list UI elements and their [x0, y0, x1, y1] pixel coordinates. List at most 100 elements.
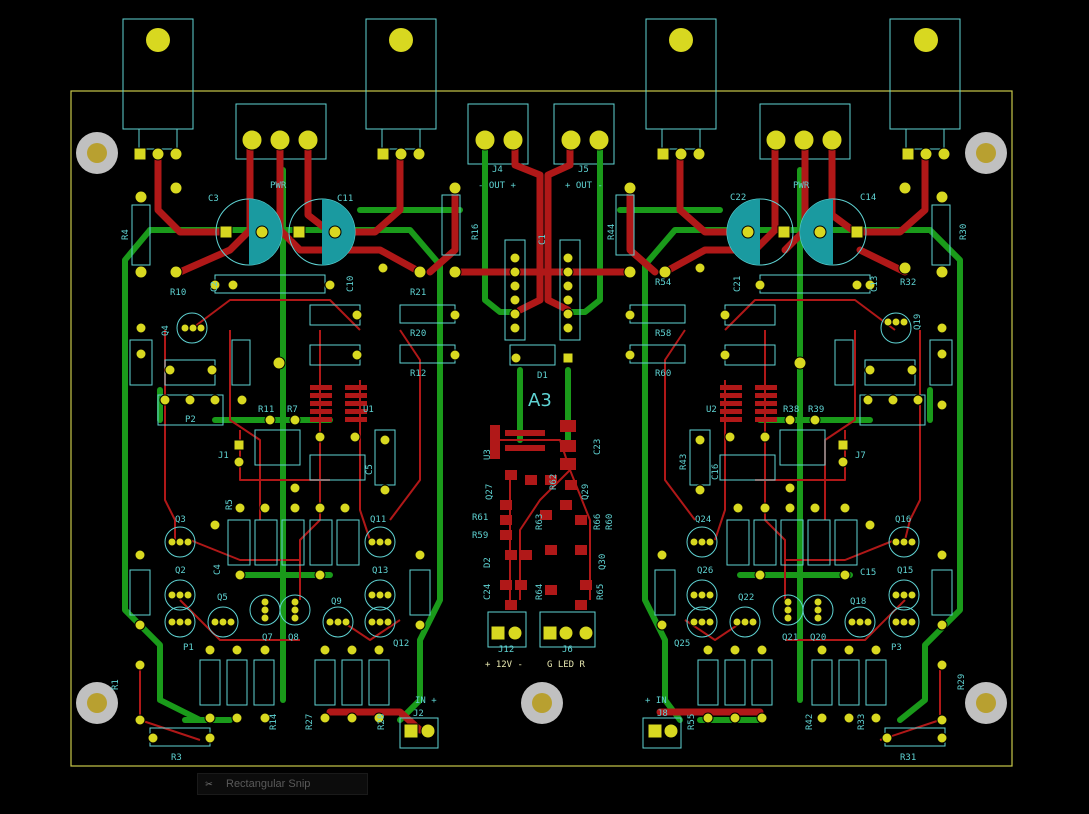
label-r3: R3 — [171, 753, 182, 763]
label-c24: C24 — [483, 584, 493, 600]
label-r4: R4 — [121, 229, 131, 240]
label-c11: C11 — [337, 194, 353, 204]
label-r44: R44 — [607, 224, 617, 240]
label-r14: R14 — [269, 714, 279, 730]
label-q2: Q2 — [175, 566, 186, 576]
top-transistor-mount-pads — [146, 28, 938, 52]
label-j12: J12 — [498, 645, 514, 655]
label-d1: D1 — [537, 371, 548, 381]
label-d2: D2 — [483, 557, 493, 568]
label-r60b: R60 — [605, 514, 615, 530]
label-j1: J1 — [218, 451, 229, 461]
label-q26: Q26 — [697, 566, 713, 576]
label-q3: Q3 — [175, 515, 186, 525]
label-r29: R29 — [957, 674, 967, 690]
label-r54: R54 — [655, 278, 671, 288]
label-r64: R64 — [535, 584, 545, 600]
label-led: G LED R — [547, 660, 586, 670]
label-q5: Q5 — [217, 593, 228, 603]
label-r65: R65 — [596, 584, 606, 600]
label-c15: C15 — [860, 568, 876, 578]
label-r7: R7 — [287, 405, 298, 415]
label-q16: Q16 — [895, 515, 911, 525]
label-q30: Q30 — [598, 554, 608, 570]
rectangular-snip-tooltip[interactable]: ✂ Rectangular Snip — [197, 773, 368, 795]
label-j6: J6 — [562, 645, 573, 655]
label-c16: C16 — [711, 464, 721, 480]
label-r30: R30 — [959, 224, 969, 240]
label-q15: Q15 — [897, 566, 913, 576]
label-r59: R59 — [472, 531, 488, 541]
label-r62: R62 — [549, 474, 559, 490]
label-r60: R60 — [655, 369, 671, 379]
board-title: A3 — [528, 390, 552, 411]
label-r66: R66 — [593, 514, 603, 530]
component-silkscreen — [129, 194, 953, 749]
label-c3: C3 — [208, 194, 219, 204]
label-q13: Q13 — [372, 566, 388, 576]
label-c14: C14 — [860, 193, 876, 203]
label-out-left: - OUT + — [478, 181, 517, 191]
label-r11: R11 — [258, 405, 274, 415]
label-q24: Q24 — [695, 515, 711, 525]
top-transistor-outlines — [122, 18, 961, 165]
label-r33: R33 — [857, 714, 867, 730]
label-r63: R63 — [535, 514, 545, 530]
label-out-right: + OUT - — [565, 181, 603, 191]
label-q29: Q29 — [581, 484, 591, 500]
snip-label: Rectangular Snip — [226, 778, 311, 790]
label-q21: Q21 — [782, 633, 798, 643]
label-r5: R5 — [225, 499, 235, 510]
board-outline — [70, 90, 1013, 767]
transistor-circles — [164, 312, 920, 638]
label-r58: R58 — [655, 329, 671, 339]
label-c10: C10 — [346, 276, 356, 292]
label-c13: C13 — [870, 276, 880, 292]
label-c23: C23 — [593, 439, 603, 455]
label-r38: R38 — [783, 405, 799, 415]
label-c5: C5 — [365, 464, 375, 475]
label-q4: Q4 — [161, 325, 171, 336]
mounting-holes — [76, 132, 1007, 724]
silkscreen-labels: A3 C3 C11 PWR C22 PWR C14 J4 J5 - OUT + … — [111, 165, 969, 763]
label-u3: U3 — [483, 449, 493, 460]
label-c22: C22 — [730, 193, 746, 203]
label-q20: Q20 — [810, 633, 826, 643]
label-p3: P3 — [891, 643, 902, 653]
label-r43: R43 — [679, 454, 689, 470]
label-r27: R27 — [305, 714, 315, 730]
label-c2: C2 — [210, 281, 220, 292]
label-q12: Q12 — [393, 639, 409, 649]
label-q22: Q22 — [738, 593, 754, 603]
label-r10: R10 — [170, 288, 186, 298]
label-j5: J5 — [578, 165, 589, 175]
label-q19: Q19 — [913, 314, 923, 330]
label-q8: Q8 — [288, 633, 299, 643]
label-r31: R31 — [900, 753, 916, 763]
label-p2: P2 — [185, 415, 196, 425]
label-j8: J8 — [657, 709, 668, 719]
label-q11: Q11 — [370, 515, 386, 525]
label-p1: P1 — [183, 643, 194, 653]
label-j2: J2 — [413, 709, 424, 719]
through-hole-pads — [133, 129, 951, 744]
label-r12: R12 — [410, 369, 426, 379]
smd-pads — [310, 385, 777, 610]
label-q27: Q27 — [485, 484, 495, 500]
label-c1: C1 — [538, 234, 548, 245]
label-in-left: IN + — [415, 696, 437, 706]
label-c4: C4 — [213, 564, 223, 575]
label-r32: R32 — [900, 278, 916, 288]
label-r61: R61 — [472, 513, 488, 523]
label-r55: R55 — [687, 714, 697, 730]
label-12v: + 12V - — [485, 660, 523, 670]
label-q7: Q7 — [262, 633, 273, 643]
label-pwr-right: PWR — [793, 181, 810, 191]
label-c21: C21 — [733, 276, 743, 292]
label-u1: U1 — [363, 405, 374, 415]
label-r1: R1 — [111, 679, 121, 690]
label-r42: R42 — [805, 714, 815, 730]
label-j7: J7 — [855, 451, 866, 461]
label-r16: R16 — [471, 224, 481, 240]
